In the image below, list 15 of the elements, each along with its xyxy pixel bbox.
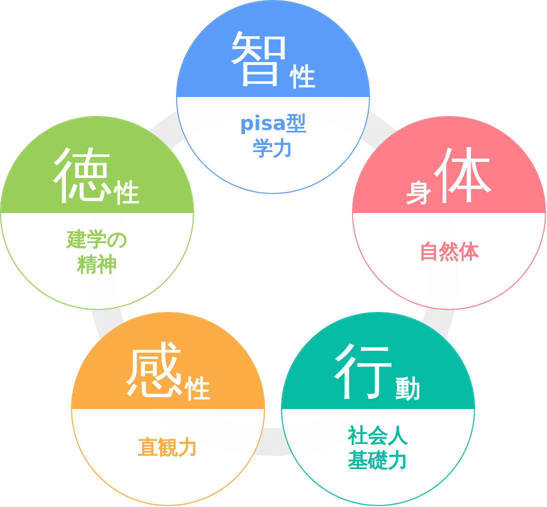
heading-character: 性 bbox=[114, 180, 140, 205]
heading-character: 性 bbox=[186, 376, 210, 401]
heading-character: 身 bbox=[406, 180, 432, 205]
heading-character: 智 bbox=[228, 29, 288, 89]
circle-caption: 直観力 bbox=[137, 435, 199, 460]
heading-character: 徳 bbox=[52, 145, 112, 205]
heading-character: 動 bbox=[396, 376, 420, 401]
heading-character: 感 bbox=[124, 341, 184, 401]
circle-caption: 社会人基礎力 bbox=[346, 423, 409, 473]
circle-caption: 自然体 bbox=[418, 239, 480, 264]
heading-character: 行 bbox=[334, 341, 394, 401]
heading-character: 性 bbox=[290, 64, 316, 89]
circle-caption: pisa型学力 bbox=[238, 111, 308, 161]
heading-character: 体 bbox=[434, 145, 494, 205]
circle-caption: 建学の精神 bbox=[65, 227, 128, 277]
